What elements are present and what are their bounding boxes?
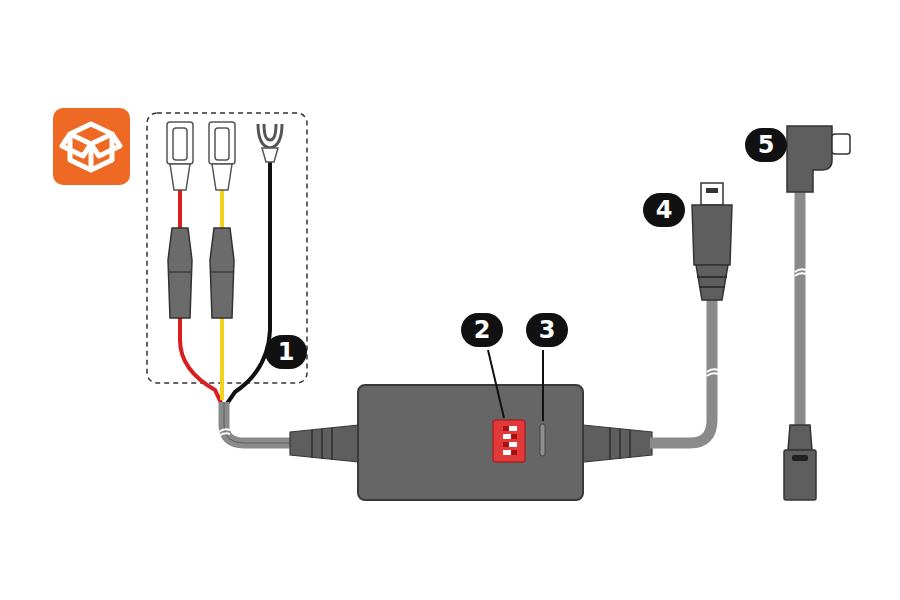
- dip-switch: [493, 420, 525, 462]
- led-indicator: [540, 424, 545, 456]
- package-icon: [53, 108, 130, 185]
- converter-box: [358, 385, 583, 500]
- terminal-group-outline: [147, 113, 307, 383]
- callout-number: 2: [461, 313, 503, 347]
- callout-number: 4: [643, 193, 685, 227]
- callout-number: 5: [745, 128, 787, 162]
- callout-number: 3: [526, 313, 568, 347]
- callout-number: 1: [265, 335, 307, 369]
